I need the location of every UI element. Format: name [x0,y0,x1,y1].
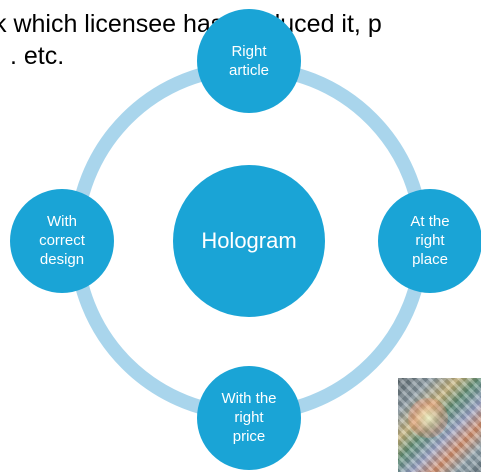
left-node-text: With correct design [39,213,85,269]
right-node-label: At the right place [410,212,449,270]
hologram-photo [398,378,481,472]
body-text-line-2: . etc. [10,42,65,70]
right-node [378,189,481,293]
left-node-label: With correct design [39,212,85,270]
left-node [10,189,114,293]
top-node-text: Right article [228,42,270,79]
bottom-node [197,366,301,470]
top-node-label: Right article [229,42,269,80]
body-text-line-1: k which licensee has produced it, p [0,10,382,38]
bottom-node-label: With the right price [221,389,276,447]
right-node-text: At the right place [410,213,450,269]
center-label: Hologram [201,228,297,253]
bottom-node-text: With the right price [221,390,277,446]
center-node [173,165,325,317]
top-node [197,9,301,113]
